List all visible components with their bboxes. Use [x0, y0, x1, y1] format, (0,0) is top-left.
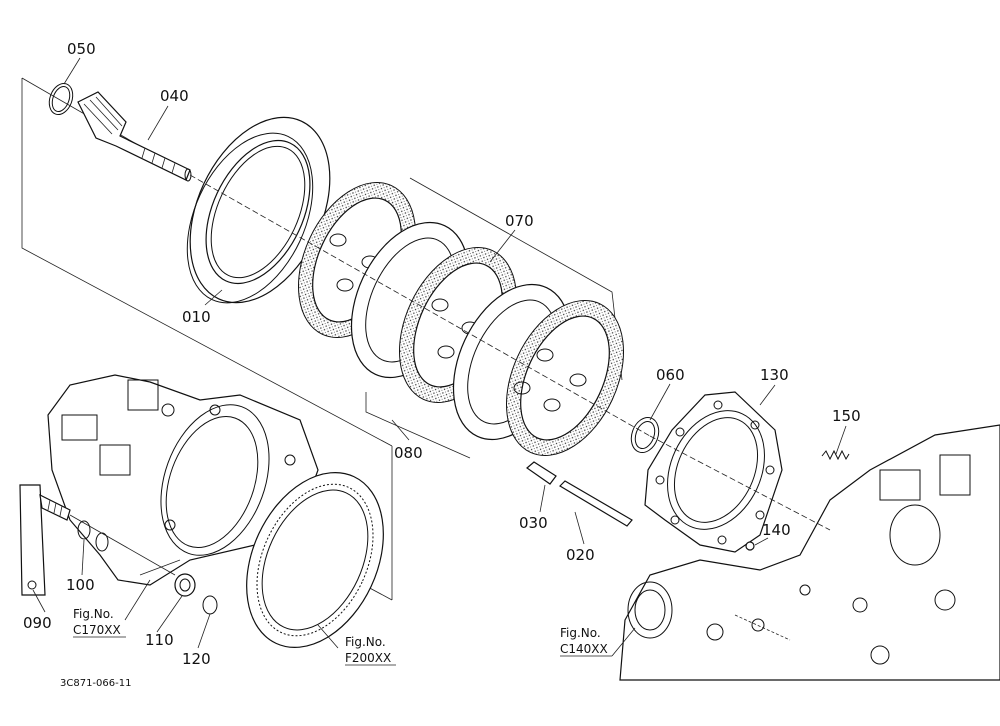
snap-ring-060 — [630, 417, 660, 453]
label-060: 060 — [656, 366, 685, 384]
bushing-110 — [174, 573, 196, 597]
spring-150 — [821, 449, 850, 461]
label-030: 030 — [519, 514, 548, 532]
ref-f200-line1: Fig.No. — [345, 635, 386, 649]
label-110: 110 — [145, 631, 174, 649]
ball-140 — [745, 541, 755, 551]
lever-090 — [19, 484, 71, 596]
drawing-code: 3C871-066-11 — [60, 678, 131, 689]
snap-ring-120 — [202, 595, 218, 615]
center-axis-lines — [69, 174, 831, 576]
label-090: 090 — [23, 614, 52, 632]
transmission-case — [619, 424, 1000, 681]
ref-c140-line2: C140XX — [560, 642, 608, 656]
label-140: 140 — [762, 521, 791, 539]
label-070: 070 — [505, 212, 534, 230]
label-050: 050 — [67, 40, 96, 58]
shaft-040 — [77, 91, 192, 182]
friction-disc-3 — [506, 300, 624, 456]
o-ring-050 — [48, 83, 74, 115]
label-130: 130 — [760, 366, 789, 384]
ring-gear — [246, 471, 384, 649]
label-010: 010 — [182, 308, 211, 326]
ref-c140-line1: Fig.No. — [560, 626, 601, 640]
ref-f200-line2: F200XX — [345, 651, 391, 665]
piston-010 — [186, 116, 331, 304]
ref-c170-line2: C170XX — [73, 623, 121, 637]
label-150: 150 — [832, 407, 861, 425]
rod-020 — [559, 480, 633, 527]
label-040: 040 — [160, 87, 189, 105]
pin-030 — [526, 461, 557, 485]
leader-lines — [32, 57, 847, 657]
label-120: 120 — [182, 650, 211, 668]
label-020: 020 — [566, 546, 595, 564]
gasket-130 — [644, 391, 783, 553]
label-080: 080 — [394, 444, 423, 462]
label-100: 100 — [66, 576, 95, 594]
ref-c170-line1: Fig.No. — [73, 607, 114, 621]
